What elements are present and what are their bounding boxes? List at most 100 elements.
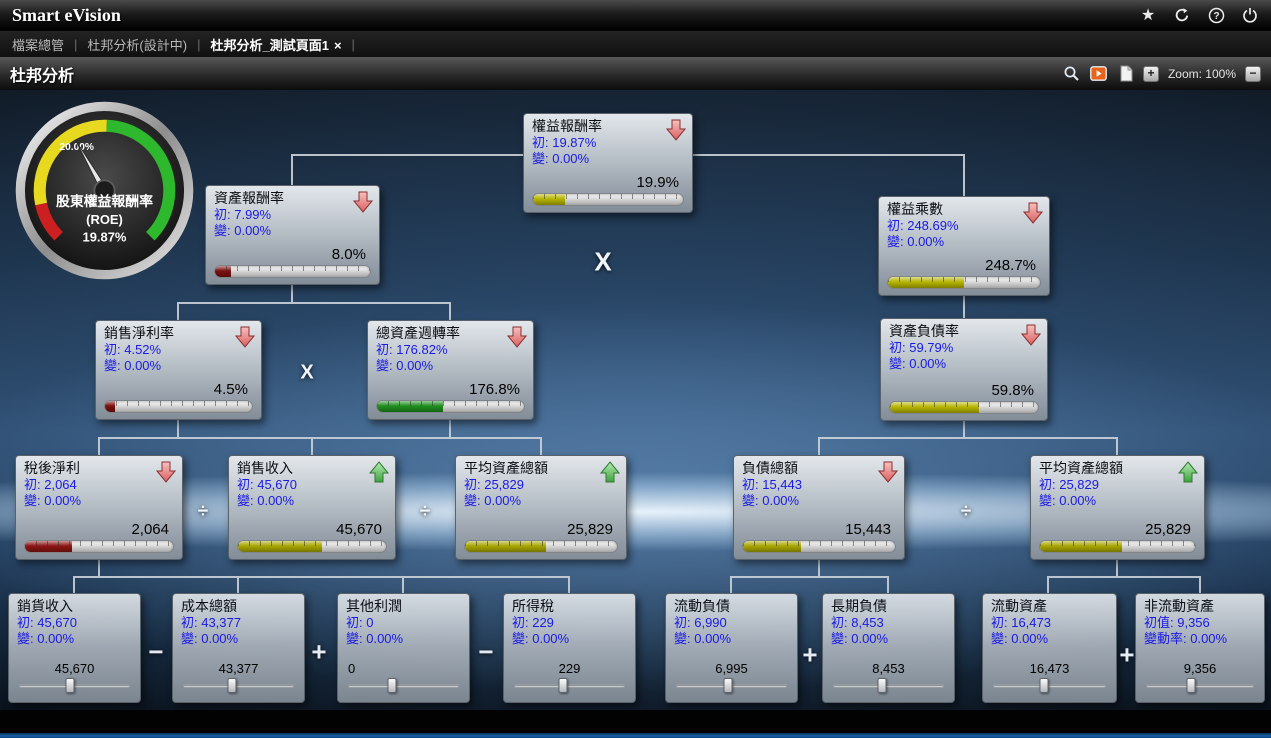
slider-value: 43,377 [218, 661, 259, 676]
card-change: 變動率: 0.00% [1144, 631, 1228, 646]
magnifier-icon[interactable] [1062, 65, 1082, 83]
value-slider[interactable] [993, 678, 1106, 694]
tab-dupont-test-page[interactable]: 杜邦分析_測試頁面1× [210, 35, 341, 54]
card-other-profit[interactable]: 其他利潤 初: 0 變: 0.00% 0 [337, 593, 470, 703]
card-init: 初: 0 [346, 615, 374, 630]
node-avg-total-assets-left[interactable]: 平均資產總額 初: 25,829 變: 0.00% 25,829 [455, 455, 627, 560]
node-debt-ratio[interactable]: 資產負債率 初: 59.79% 變: 0.00% 59.8% [880, 318, 1048, 421]
card-income-tax[interactable]: 所得稅 初: 229 變: 0.00% 229 [503, 593, 636, 703]
progress-bar [214, 265, 371, 278]
power-icon[interactable] [1241, 6, 1259, 24]
progress-bar-fill [465, 541, 546, 552]
slider-thumb[interactable] [558, 678, 568, 693]
slider-thumb[interactable] [723, 678, 733, 693]
card-current-liabilities[interactable]: 流動負債 初: 6,990 變: 0.00% 6,995 [665, 593, 798, 703]
card-change: 變: 0.00% [831, 631, 889, 646]
node-title: 稅後淨利 [24, 460, 80, 476]
card-sales-income[interactable]: 銷貨收入 初: 45,670 變: 0.00% 45,670 [8, 593, 141, 703]
tab-close-icon[interactable]: × [333, 37, 342, 53]
slider-thumb[interactable] [65, 678, 75, 693]
operator-minus: − [148, 636, 164, 667]
card-non-current-assets[interactable]: 非流動資產 初值: 9,356 變動率: 0.00% 9,356 [1135, 593, 1265, 703]
slider-track[interactable] [348, 684, 459, 688]
card-title: 非流動資產 [1144, 598, 1214, 614]
value-slider[interactable] [1146, 678, 1254, 694]
node-net-income[interactable]: 稅後淨利 初: 2,064 變: 0.00% 2,064 [15, 455, 183, 560]
slider-thumb[interactable] [877, 678, 887, 693]
progress-bar-ticks [377, 401, 524, 406]
slider-thumb[interactable] [227, 678, 237, 693]
slider-thumb[interactable] [1186, 678, 1196, 693]
card-init: 初: 16,473 [991, 615, 1051, 630]
slider-track[interactable] [833, 684, 944, 688]
node-avg-total-assets-right[interactable]: 平均資產總額 初: 25,829 變: 0.00% 25,829 [1030, 455, 1205, 560]
slider-track[interactable] [183, 684, 294, 688]
node-init: 初: 25,829 [464, 477, 524, 492]
progress-bar-fill [533, 194, 565, 205]
titlebar-icons: ★ ? [1139, 6, 1259, 24]
node-value: 25,829 [1145, 521, 1191, 538]
card-title: 成本總額 [181, 598, 237, 614]
node-sales-revenue[interactable]: 銷售收入 初: 45,670 變: 0.00% 45,670 [228, 455, 396, 560]
node-equity-multiplier[interactable]: 權益乘數 初: 248.69% 變: 0.00% 248.7% [878, 196, 1050, 296]
progress-bar-fill [377, 401, 444, 412]
value-slider[interactable] [833, 678, 944, 694]
node-asset-turnover[interactable]: 總資產週轉率 初: 176.82% 變: 0.00% 176.8% [367, 320, 534, 420]
slider-thumb[interactable] [1039, 678, 1049, 693]
card-init: 初: 6,990 [674, 615, 727, 630]
card-total-cost[interactable]: 成本總額 初: 43,377 變: 0.00% 43,377 [172, 593, 305, 703]
node-value: 2,064 [131, 521, 169, 538]
roe-gauge: 20.00% 股東權益報酬率 (ROE) 19.87% [12, 98, 197, 283]
zoom-in-button[interactable]: + [1142, 65, 1159, 82]
slideshow-icon[interactable] [1089, 65, 1109, 83]
progress-bar-fill [238, 541, 323, 552]
help-icon[interactable]: ? [1207, 6, 1225, 24]
node-total-liabilities[interactable]: 負債總額 初: 15,443 變: 0.00% 15,443 [733, 455, 905, 560]
slider-thumb[interactable] [387, 678, 397, 693]
dupont-diagram-canvas: 20.00% 股東權益報酬率 (ROE) 19.87% 權益報酬率 初: 19.… [0, 90, 1271, 710]
card-change: 變: 0.00% [674, 631, 732, 646]
card-title: 其他利潤 [346, 598, 402, 614]
tab-dupont-design[interactable]: 杜邦分析(設計中) [87, 37, 188, 53]
card-current-assets[interactable]: 流動資產 初: 16,473 變: 0.00% 16,473 [982, 593, 1117, 703]
progress-bar-ticks [215, 266, 370, 271]
page-header: 杜邦分析 + Zoom: 100% − [0, 57, 1271, 90]
progress-bar [742, 540, 896, 553]
operator-plus: + [311, 636, 327, 667]
trend-down-icon [507, 326, 527, 348]
node-net-profit-margin[interactable]: 銷售淨利率 初: 4.52% 變: 0.00% 4.5% [95, 320, 262, 420]
card-long-term-liabilities[interactable]: 長期負債 初: 8,453 變: 0.00% 8,453 [822, 593, 955, 703]
tab-bar: 檔案總管 | 杜邦分析(設計中) | 杜邦分析_測試頁面1× | [0, 30, 1271, 57]
slider-track[interactable] [1146, 684, 1254, 688]
operator-divide: ÷ [197, 501, 209, 522]
card-init: 初: 43,377 [181, 615, 241, 630]
progress-bar-ticks [1040, 541, 1195, 546]
value-slider[interactable] [183, 678, 294, 694]
node-roe[interactable]: 權益報酬率 初: 19.87% 變: 0.00% 19.9% [523, 113, 693, 213]
slider-track[interactable] [993, 684, 1106, 688]
refresh-icon[interactable] [1173, 6, 1191, 24]
value-slider[interactable] [514, 678, 625, 694]
node-init: 初: 176.82% [376, 342, 448, 357]
gauge-tick-label: 20.00% [60, 142, 94, 153]
svg-text:?: ? [1213, 11, 1219, 22]
progress-bar [376, 400, 525, 413]
tab-file-explorer[interactable]: 檔案總管 [12, 37, 65, 53]
favorite-star-icon[interactable]: ★ [1140, 7, 1156, 24]
value-slider[interactable] [348, 678, 459, 694]
document-icon[interactable] [1116, 65, 1136, 83]
slider-value: 6,995 [715, 661, 748, 676]
zoom-out-button[interactable]: − [1245, 65, 1261, 82]
node-title: 銷售收入 [237, 460, 293, 476]
node-change: 變: 0.00% [1039, 493, 1097, 508]
node-title: 負債總額 [742, 460, 798, 476]
card-change: 變: 0.00% [512, 631, 570, 646]
slider-track[interactable] [514, 684, 625, 688]
slider-value: 45,670 [54, 661, 95, 676]
value-slider[interactable] [676, 678, 787, 694]
node-return-on-assets[interactable]: 資產報酬率 初: 7.99% 變: 0.00% 8.0% [205, 185, 380, 285]
node-init: 初: 4.52% [104, 342, 162, 357]
value-slider[interactable] [19, 678, 130, 694]
node-title: 資產負債率 [889, 323, 959, 339]
node-value: 19.9% [636, 174, 679, 191]
